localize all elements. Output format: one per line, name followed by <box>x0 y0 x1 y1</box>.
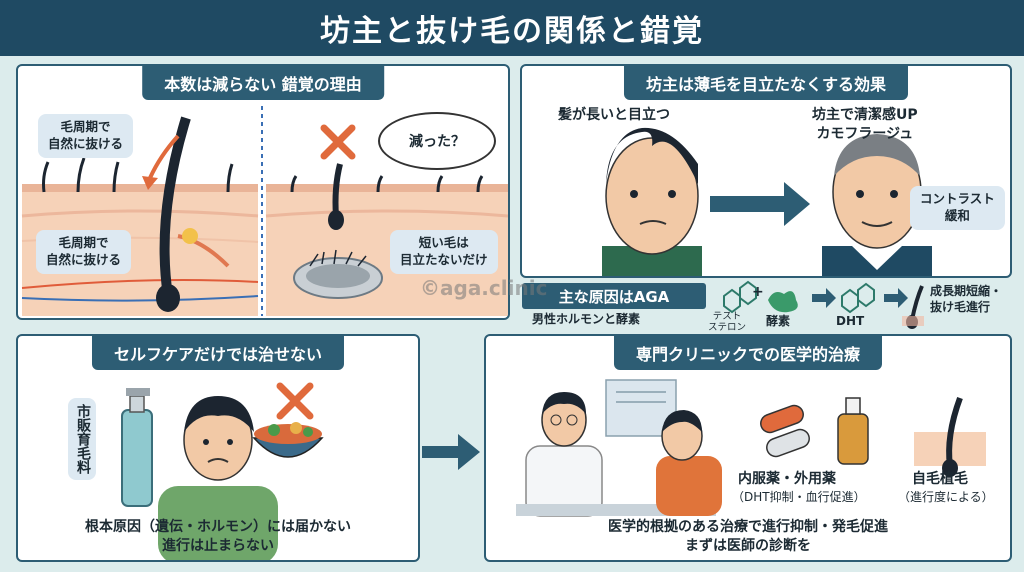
page-title: 坊主と抜け毛の関係と錯覚 <box>0 0 1024 56</box>
clinic-illustration <box>516 379 986 517</box>
clinic-caption: 医学的根拠のある治療で進行抑制・発毛促進 まずは医師の診断を <box>608 519 888 554</box>
selfcare-illustration <box>121 382 324 560</box>
watermark: ©aga.clinic <box>420 276 548 300</box>
panel-buzzcut-effect: 坊主は薄毛を目立たなくする効果 髪が長いと目立つ 坊主で清潔感UP カモフラージ… <box>520 64 1012 278</box>
medicine-sub: （DHT抑制・血行促進） <box>732 490 866 504</box>
aga-result-label: 成長期短縮・ 抜け毛進行 <box>930 284 1003 314</box>
buzzcut-label: 坊主で清潔感UP カモフラージュ <box>812 107 918 142</box>
arrow-right-icon <box>422 434 480 470</box>
dht-label: DHT <box>836 314 865 328</box>
aga-subtitle: 男性ホルモンと酵素 <box>532 312 641 326</box>
panel-clinic: 専門クリニックでの医学的治療 内服薬・外用薬 （DHT抑制・血行促進） 自毛植毛… <box>484 334 1012 562</box>
bubble-hair-cycle-top: 毛周期で 自然に抜ける <box>38 114 134 158</box>
contrast-label: コントラスト 緩和 <box>910 186 1005 230</box>
hair-tonic-label: 市販育毛料 <box>68 398 96 480</box>
bubble-hair-cycle-bottom: 毛周期で 自然に抜ける <box>36 230 132 274</box>
panel-heading: セルフケアだけでは治せない <box>91 336 345 370</box>
long-hair-label: 髪が長いと目立つ <box>558 107 670 123</box>
selfcare-caption: 根本原因（遺伝・ホルモン）には届かない 進行は止まらない <box>85 519 351 554</box>
panel-misconception: 本数は減らない 錯覚の理由 毛周期で 自然に抜ける 毛周期で 自然に抜ける 減っ… <box>16 64 510 320</box>
enzyme-label: 酵素 <box>766 314 791 328</box>
transplant-sub: （進行度による） <box>898 490 994 504</box>
aga-flow-diagram <box>723 280 924 329</box>
thought-bubble: 減った？ <box>378 112 496 170</box>
transplant-label: 自毛植毛 <box>912 471 968 487</box>
aga-title: 主な原因はAGA <box>522 283 706 309</box>
faces-illustration <box>602 127 932 276</box>
plus-sign: + <box>752 284 764 300</box>
panel-selfcare: セルフケアだけでは治せない 市販育毛料 根本原因（遺伝・ホルモン）には届かない … <box>16 334 420 562</box>
medicine-label: 内服薬・外用薬 <box>738 471 836 487</box>
panel-heading: 専門クリニックでの医学的治療 <box>613 336 883 370</box>
testosterone-label: テスト ステロン <box>708 311 747 333</box>
panel-heading: 本数は減らない 錯覚の理由 <box>142 66 384 100</box>
cross-icon <box>318 122 358 166</box>
panel-heading: 坊主は薄毛を目立たなくする効果 <box>623 66 909 100</box>
bubble-short-hair: 短い毛は 目立たないだけ <box>390 230 498 274</box>
